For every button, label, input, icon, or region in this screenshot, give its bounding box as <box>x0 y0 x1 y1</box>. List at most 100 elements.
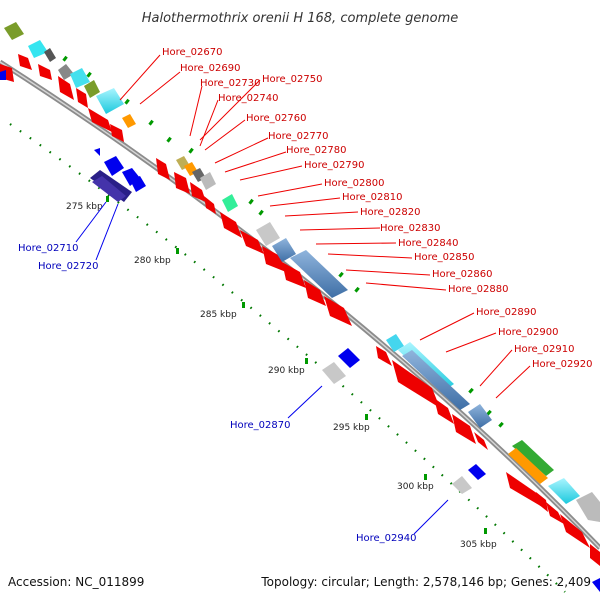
gene-label[interactable]: Hore_02920 <box>532 359 593 370</box>
outer-tick-row <box>62 55 576 496</box>
gene-label[interactable]: Hore_02780 <box>286 145 347 156</box>
leader-line <box>199 79 261 141</box>
leader-line <box>365 282 447 291</box>
feature-box <box>222 194 238 212</box>
cds-arrow <box>156 158 170 180</box>
feature-box <box>44 48 56 62</box>
gene-label-reverse[interactable]: Hore_02870 <box>230 420 291 431</box>
leader-line <box>345 269 431 276</box>
leader-line <box>257 183 323 197</box>
gene-label[interactable]: Hore_02790 <box>304 160 365 171</box>
leader-line <box>199 99 219 147</box>
feature-box <box>508 448 548 484</box>
cds-arrow <box>590 544 600 566</box>
reverse-cds-arrow <box>592 578 600 592</box>
tick-mark <box>124 98 130 105</box>
accession-text: Accession: NC_011899 <box>8 575 144 589</box>
reverse-feature-box <box>322 362 346 384</box>
leader-line <box>214 137 269 164</box>
scale-label-305: 305 kbp <box>460 540 497 550</box>
cds-arrow <box>474 432 488 450</box>
gene-label-reverse[interactable]: Hore_02710 <box>18 243 79 254</box>
gene-label[interactable]: Hore_02910 <box>514 344 575 355</box>
cds-arrow <box>324 296 352 326</box>
leader-line <box>327 253 413 259</box>
gene-label[interactable]: Hore_02830 <box>380 223 441 234</box>
gene-label[interactable]: Hore_02820 <box>360 207 421 218</box>
gene-label[interactable]: Hore_02760 <box>246 113 307 124</box>
cds-arrow <box>174 172 190 194</box>
reverse-cds-arrow <box>338 348 360 368</box>
gene-label[interactable]: Hore_02850 <box>414 252 475 263</box>
reverse-feature-box <box>452 476 472 494</box>
leader-line <box>204 119 246 151</box>
feature-box <box>386 334 404 352</box>
cds-arrow <box>282 262 306 288</box>
cds-arrow <box>240 230 264 254</box>
tick-mark <box>258 209 264 216</box>
cds-arrow <box>110 124 124 142</box>
tick-mark <box>166 136 172 143</box>
cds-arrow <box>434 398 454 424</box>
scale-tick <box>305 358 308 364</box>
gene-label[interactable]: Hore_02730 <box>200 78 261 89</box>
forward-cds-track <box>0 54 600 566</box>
leader-line <box>419 312 475 341</box>
leader-line <box>224 151 287 173</box>
cds-arrow <box>560 514 590 548</box>
gene-label[interactable]: Hore_02890 <box>476 307 537 318</box>
reverse-feature-track <box>0 70 600 592</box>
tick-mark <box>498 421 504 428</box>
feature-box <box>58 64 74 80</box>
map-title: Halothermothrix orenii H 168, complete g… <box>142 11 459 26</box>
gene-label[interactable]: Hore_02770 <box>268 131 329 142</box>
gene-label[interactable]: Hore_02900 <box>498 327 559 338</box>
scale-tick <box>424 474 427 480</box>
leader-line <box>413 499 449 535</box>
tick-mark <box>354 286 360 293</box>
leader-line <box>189 85 203 137</box>
scale-tick <box>106 196 109 202</box>
gene-label-reverse[interactable]: Hore_02940 <box>356 533 417 544</box>
cds-arrow <box>220 212 242 238</box>
feature-box <box>70 68 90 88</box>
gene-label[interactable]: Hore_02750 <box>262 74 323 85</box>
scale-tick <box>365 414 368 420</box>
feature-box <box>512 440 554 476</box>
leader-line <box>75 201 107 243</box>
tick-mark <box>148 119 154 126</box>
leader-line <box>315 242 397 245</box>
cds-arrow <box>506 472 544 508</box>
inner-scale-dots <box>9 123 566 593</box>
cds-arrow <box>76 88 88 108</box>
reverse-leader-lines <box>75 201 449 535</box>
tick-mark <box>486 409 492 416</box>
forward-leader-lines <box>119 54 531 399</box>
scale-label-275: 275 kbp <box>66 202 103 212</box>
gene-label[interactable]: Hore_02740 <box>218 93 279 104</box>
cds-arrow <box>88 108 112 132</box>
gene-label[interactable]: Hore_02840 <box>398 238 459 249</box>
cds-arrow <box>376 346 392 366</box>
reverse-cds-arrow <box>94 148 100 156</box>
gene-label[interactable]: Hore_02880 <box>448 284 509 295</box>
feature-box <box>468 404 492 428</box>
feature-box <box>28 40 48 58</box>
leader-line <box>479 349 513 387</box>
gene-label[interactable]: Hore_02860 <box>432 269 493 280</box>
gene-label[interactable]: Hore_02670 <box>162 47 223 58</box>
gene-label[interactable]: Hore_02810 <box>342 192 403 203</box>
feature-box <box>576 492 600 522</box>
cds-arrow <box>536 492 548 512</box>
gene-label-reverse[interactable]: Hore_02720 <box>38 261 99 272</box>
gene-label[interactable]: Hore_02800 <box>324 178 385 189</box>
tick-mark <box>248 198 254 205</box>
leader-line <box>495 365 531 399</box>
cds-arrow <box>38 64 52 80</box>
tick-mark <box>188 147 194 154</box>
scale-label-285: 285 kbp <box>200 310 237 320</box>
tick-mark <box>338 271 344 278</box>
gene-label[interactable]: Hore_02690 <box>180 63 241 74</box>
leader-line <box>287 385 323 419</box>
leader-line <box>445 332 497 353</box>
